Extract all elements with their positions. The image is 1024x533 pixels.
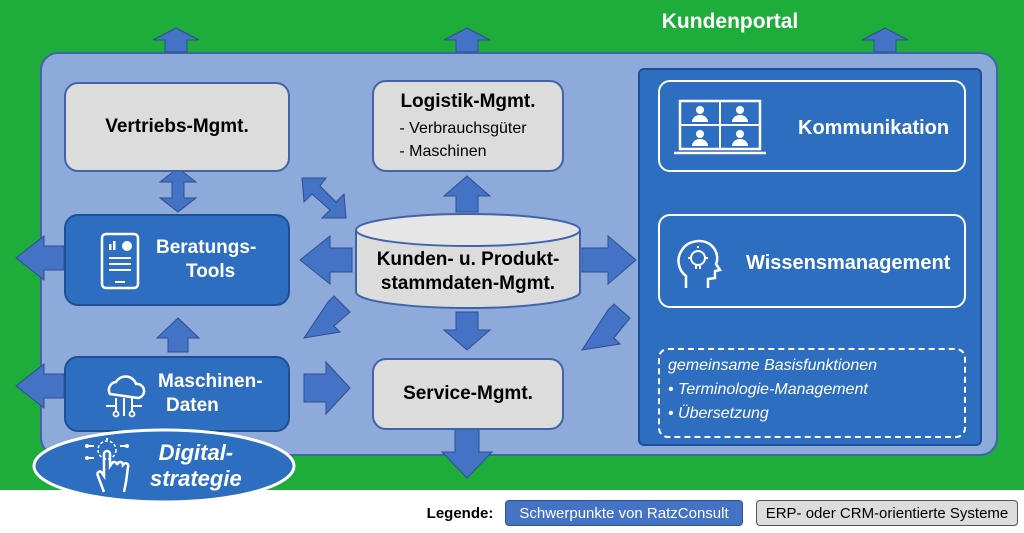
- beratung-line2: Tools: [186, 261, 236, 282]
- basis-item: • Übersetzung: [668, 405, 769, 422]
- arrow-vertrieb-beratung: [158, 167, 198, 213]
- arrow-kunden-right: [581, 234, 637, 286]
- wissen-label: Wissensmanagement: [746, 252, 951, 274]
- arrow-up-left: [152, 27, 200, 53]
- service-label: Service-Mgmt.: [403, 383, 533, 405]
- basis-title: gemeinsame Basisfunktionen: [668, 357, 878, 374]
- right-panel: Kommunikation Wissensmanagement gemeinsa…: [638, 68, 982, 446]
- vertrieb-box: Vertriebs-Mgmt.: [64, 82, 290, 172]
- legend-label: Legende:: [426, 504, 494, 522]
- digital-line1: Digital-: [158, 440, 234, 465]
- tablet-chart-icon: [100, 232, 140, 297]
- arrow-diag-right-service: [580, 303, 631, 351]
- logistik-title: Logistik-Mgmt.: [400, 91, 536, 112]
- touch-hand-icon: [82, 436, 136, 501]
- maschinen-line2: Daten: [166, 395, 219, 416]
- digital-label: Digital- strategie: [150, 440, 242, 493]
- beratung-box: Beratungs- Tools: [64, 214, 290, 306]
- kunden-box: Kunden- u. Produkt- stammdaten-Mgmt.: [356, 240, 580, 304]
- cloud-network-icon: [100, 372, 148, 427]
- arrow-up-right: [861, 27, 909, 53]
- legend-grey: ERP- oder CRM-orientierte Systeme: [756, 500, 1018, 526]
- service-box: Service-Mgmt.: [372, 358, 564, 430]
- kunden-line1: Kunden- u. Produkt-: [376, 249, 560, 271]
- arrow-kunden-logistik: [442, 175, 492, 213]
- logistik-item: - Maschinen: [399, 142, 487, 160]
- arrow-left-maschinen: [15, 362, 65, 410]
- arrow-left-beratung: [15, 234, 65, 282]
- arrow-kunden-service: [442, 311, 492, 351]
- logistik-box: Logistik-Mgmt. - Verbrauchsgüter - Masch…: [372, 80, 564, 172]
- digital-line2: strategie: [150, 466, 242, 492]
- arrow-up-center: [443, 27, 491, 53]
- beratung-line1: Beratungs-: [156, 237, 257, 259]
- wissen-box: Wissensmanagement: [658, 214, 966, 308]
- kommunikation-box: Kommunikation: [658, 80, 966, 172]
- maschinen-box: Maschinen- Daten: [64, 356, 290, 432]
- arrow-maschinen-service: [303, 360, 351, 416]
- maschinen-line1: Maschinen-: [158, 371, 263, 393]
- kommunikation-label: Kommunikation: [798, 117, 950, 139]
- basis-item: • Terminologie-Management: [668, 381, 868, 398]
- arrow-kunden-beratung: [299, 234, 353, 286]
- logistik-item: - Verbrauchsgüter: [399, 119, 527, 137]
- basis-box: gemeinsame Basisfunktionen • Terminologi…: [658, 348, 966, 438]
- legend-blue: Schwerpunkte von RatzConsult: [505, 500, 743, 526]
- arrow-diag-vertrieb-kunden: [301, 177, 347, 219]
- portal-title: Kundenportal: [661, 10, 799, 33]
- head-lightbulb-icon: [674, 236, 724, 296]
- arrow-down-service: [440, 427, 494, 479]
- arrow-maschinen-beratung: [155, 317, 201, 353]
- arrow-diag-kunden-left: [302, 295, 351, 339]
- kunden-line2: stammdaten-Mgmt.: [380, 273, 556, 294]
- vertrieb-label: Vertriebs-Mgmt.: [105, 116, 249, 138]
- video-conference-icon: [672, 98, 768, 164]
